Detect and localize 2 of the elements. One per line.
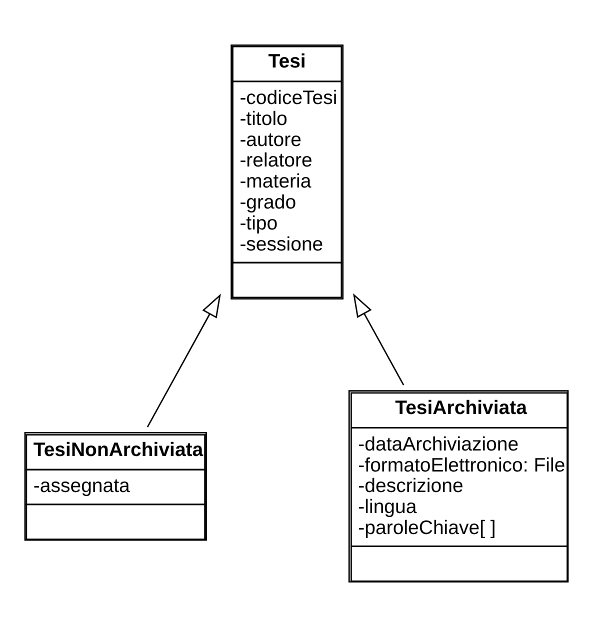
arrow [146,293,221,427]
arrow [353,292,404,385]
